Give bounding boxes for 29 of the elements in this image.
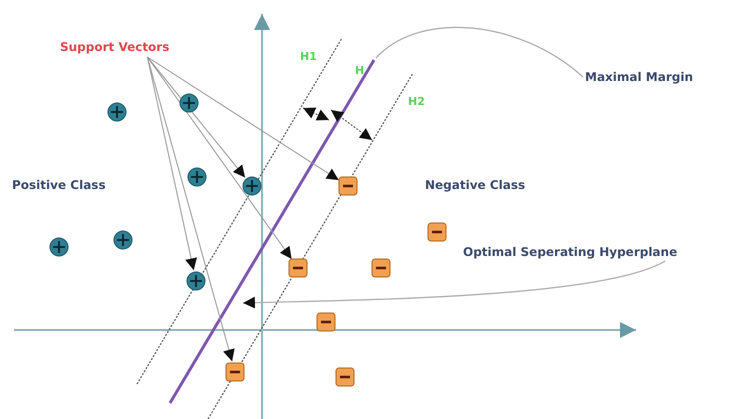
positive-point-icon — [113, 230, 133, 250]
line-label: H2 — [408, 95, 425, 108]
positive-point-icon — [187, 167, 207, 187]
annotation-label: Support Vectors — [60, 40, 170, 54]
leader-line — [146, 56, 198, 271]
leader-line — [242, 260, 666, 309]
line-label: H — [355, 64, 364, 77]
negative-point-icon — [371, 258, 391, 278]
positive-point-icon — [49, 237, 69, 257]
class-label: Negative Class — [425, 178, 526, 192]
positive-point-icon — [107, 102, 127, 122]
positive-point-icon — [186, 271, 206, 291]
negative-point-icon — [338, 176, 358, 196]
negative-point-icon — [225, 362, 245, 382]
class-label: Positive Class — [12, 178, 106, 192]
positive-point-icon — [179, 93, 199, 113]
negative-point-icon — [288, 258, 308, 278]
annotation-label: Maximal Margin — [585, 70, 693, 84]
positive-point-icon — [242, 176, 262, 196]
leader-line — [146, 56, 235, 362]
negative-point-icon — [316, 312, 336, 332]
leader-line — [376, 26, 584, 78]
leader-line — [146, 56, 292, 260]
leader-line — [146, 56, 340, 181]
negative-point-icon — [427, 222, 447, 242]
line-label: H1 — [300, 50, 317, 63]
leader-line — [146, 56, 246, 178]
negative-point-icon — [335, 367, 355, 387]
annotation-label: Optimal Seperating Hyperplane — [463, 245, 678, 259]
